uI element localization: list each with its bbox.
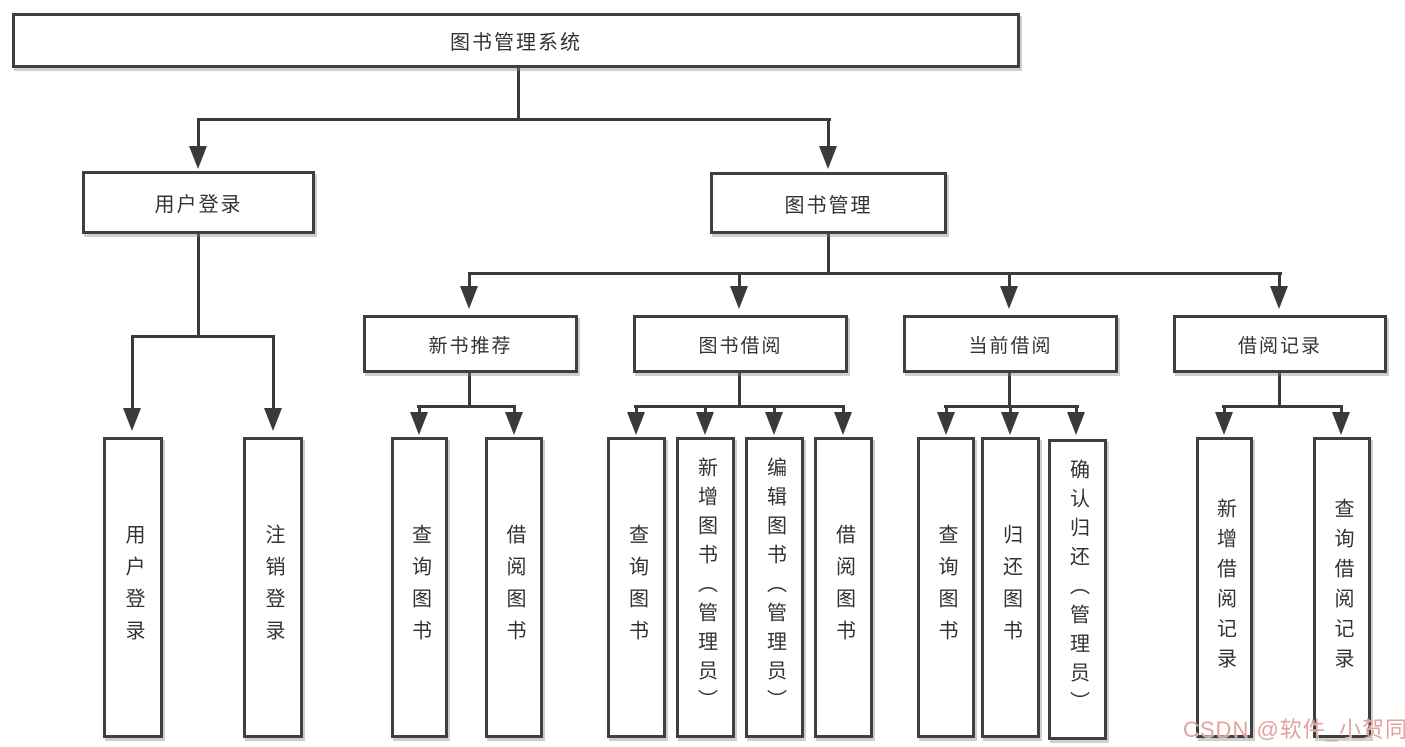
node-new-book-recommend: 新书推荐 <box>363 315 578 373</box>
arrowhead-down-icon <box>460 286 478 309</box>
arrowhead-down-icon <box>819 146 837 169</box>
leaf-borrow-query-books: 查询图书 <box>607 437 666 738</box>
node-book-borrow: 图书借阅 <box>633 315 848 373</box>
arrowhead-down-icon <box>765 412 783 435</box>
arrowhead-down-icon <box>123 408 141 431</box>
arrowhead-down-icon <box>1215 412 1233 435</box>
arrowhead-down-icon <box>730 286 748 309</box>
connector-line <box>738 373 741 405</box>
connector-line <box>738 275 741 287</box>
connector-line <box>1223 408 1226 414</box>
connector-line <box>1075 408 1078 414</box>
arrowhead-down-icon <box>834 412 852 435</box>
leaf-logout: 注销登录 <box>243 437 303 738</box>
arrowhead-down-icon <box>937 412 955 435</box>
connector-line <box>1278 275 1281 287</box>
connector-line <box>513 408 516 414</box>
connector-line <box>634 405 845 408</box>
leaf-records-add-record: 新增借阅记录 <box>1196 437 1253 738</box>
connector-line <box>1008 275 1011 287</box>
connector-line <box>468 373 471 405</box>
connector-line <box>197 118 831 121</box>
connector-line <box>1278 373 1281 405</box>
node-current-borrow: 当前借阅 <box>903 315 1118 373</box>
connector-line <box>944 405 1079 408</box>
arrowhead-down-icon <box>1067 412 1085 435</box>
connector-line <box>468 275 471 287</box>
connector-line <box>197 121 200 148</box>
connector-line <box>1008 373 1011 405</box>
arrowhead-down-icon <box>410 412 428 435</box>
connector-line <box>417 405 516 408</box>
connector-line <box>842 408 845 414</box>
connector-line <box>197 234 200 335</box>
arrowhead-down-icon <box>264 408 282 431</box>
connector-line <box>272 338 275 409</box>
connector-line <box>1009 408 1012 414</box>
leaf-user-login: 用户登录 <box>103 437 163 738</box>
node-root-system: 图书管理系统 <box>12 13 1020 68</box>
connector-line <box>827 121 830 148</box>
connector-line <box>704 408 707 414</box>
leaf-newbook-borrow-books: 借阅图书 <box>485 437 543 738</box>
arrowhead-down-icon <box>505 412 523 435</box>
connector-line <box>468 272 1282 275</box>
node-borrow-records: 借阅记录 <box>1173 315 1387 373</box>
arrowhead-down-icon <box>627 412 645 435</box>
leaf-current-confirm-return-admin: 确认归还（管理员） <box>1048 439 1107 740</box>
connector-line <box>945 408 948 414</box>
leaf-current-query-books: 查询图书 <box>917 437 975 738</box>
connector-line <box>827 234 830 272</box>
leaf-borrow-borrow-books: 借阅图书 <box>814 437 873 738</box>
connector-line <box>1340 408 1343 414</box>
leaf-newbook-query-books: 查询图书 <box>391 437 448 738</box>
leaf-borrow-edit-books-admin: 编辑图书（管理员） <box>745 437 804 738</box>
node-book-management: 图书管理 <box>710 172 947 234</box>
csdn-watermark: CSDN @软件_小贺同学 <box>1183 717 1405 742</box>
leaf-current-return-books: 归还图书 <box>981 437 1040 738</box>
connector-line <box>1222 405 1343 408</box>
arrowhead-down-icon <box>1332 412 1350 435</box>
connector-line <box>131 335 275 338</box>
leaf-records-query-record: 查询借阅记录 <box>1313 437 1371 738</box>
arrowhead-down-icon <box>189 146 207 169</box>
connector-line <box>517 68 520 118</box>
node-user-login: 用户登录 <box>82 171 315 234</box>
connector-line <box>635 408 638 414</box>
connector-line <box>418 408 421 414</box>
arrowhead-down-icon <box>1270 286 1288 309</box>
connector-line <box>773 408 776 414</box>
arrowhead-down-icon <box>696 412 714 435</box>
connector-line <box>131 338 134 409</box>
arrowhead-down-icon <box>1000 286 1018 309</box>
leaf-borrow-add-books-admin: 新增图书（管理员） <box>676 437 735 738</box>
arrowhead-down-icon <box>1001 412 1019 435</box>
